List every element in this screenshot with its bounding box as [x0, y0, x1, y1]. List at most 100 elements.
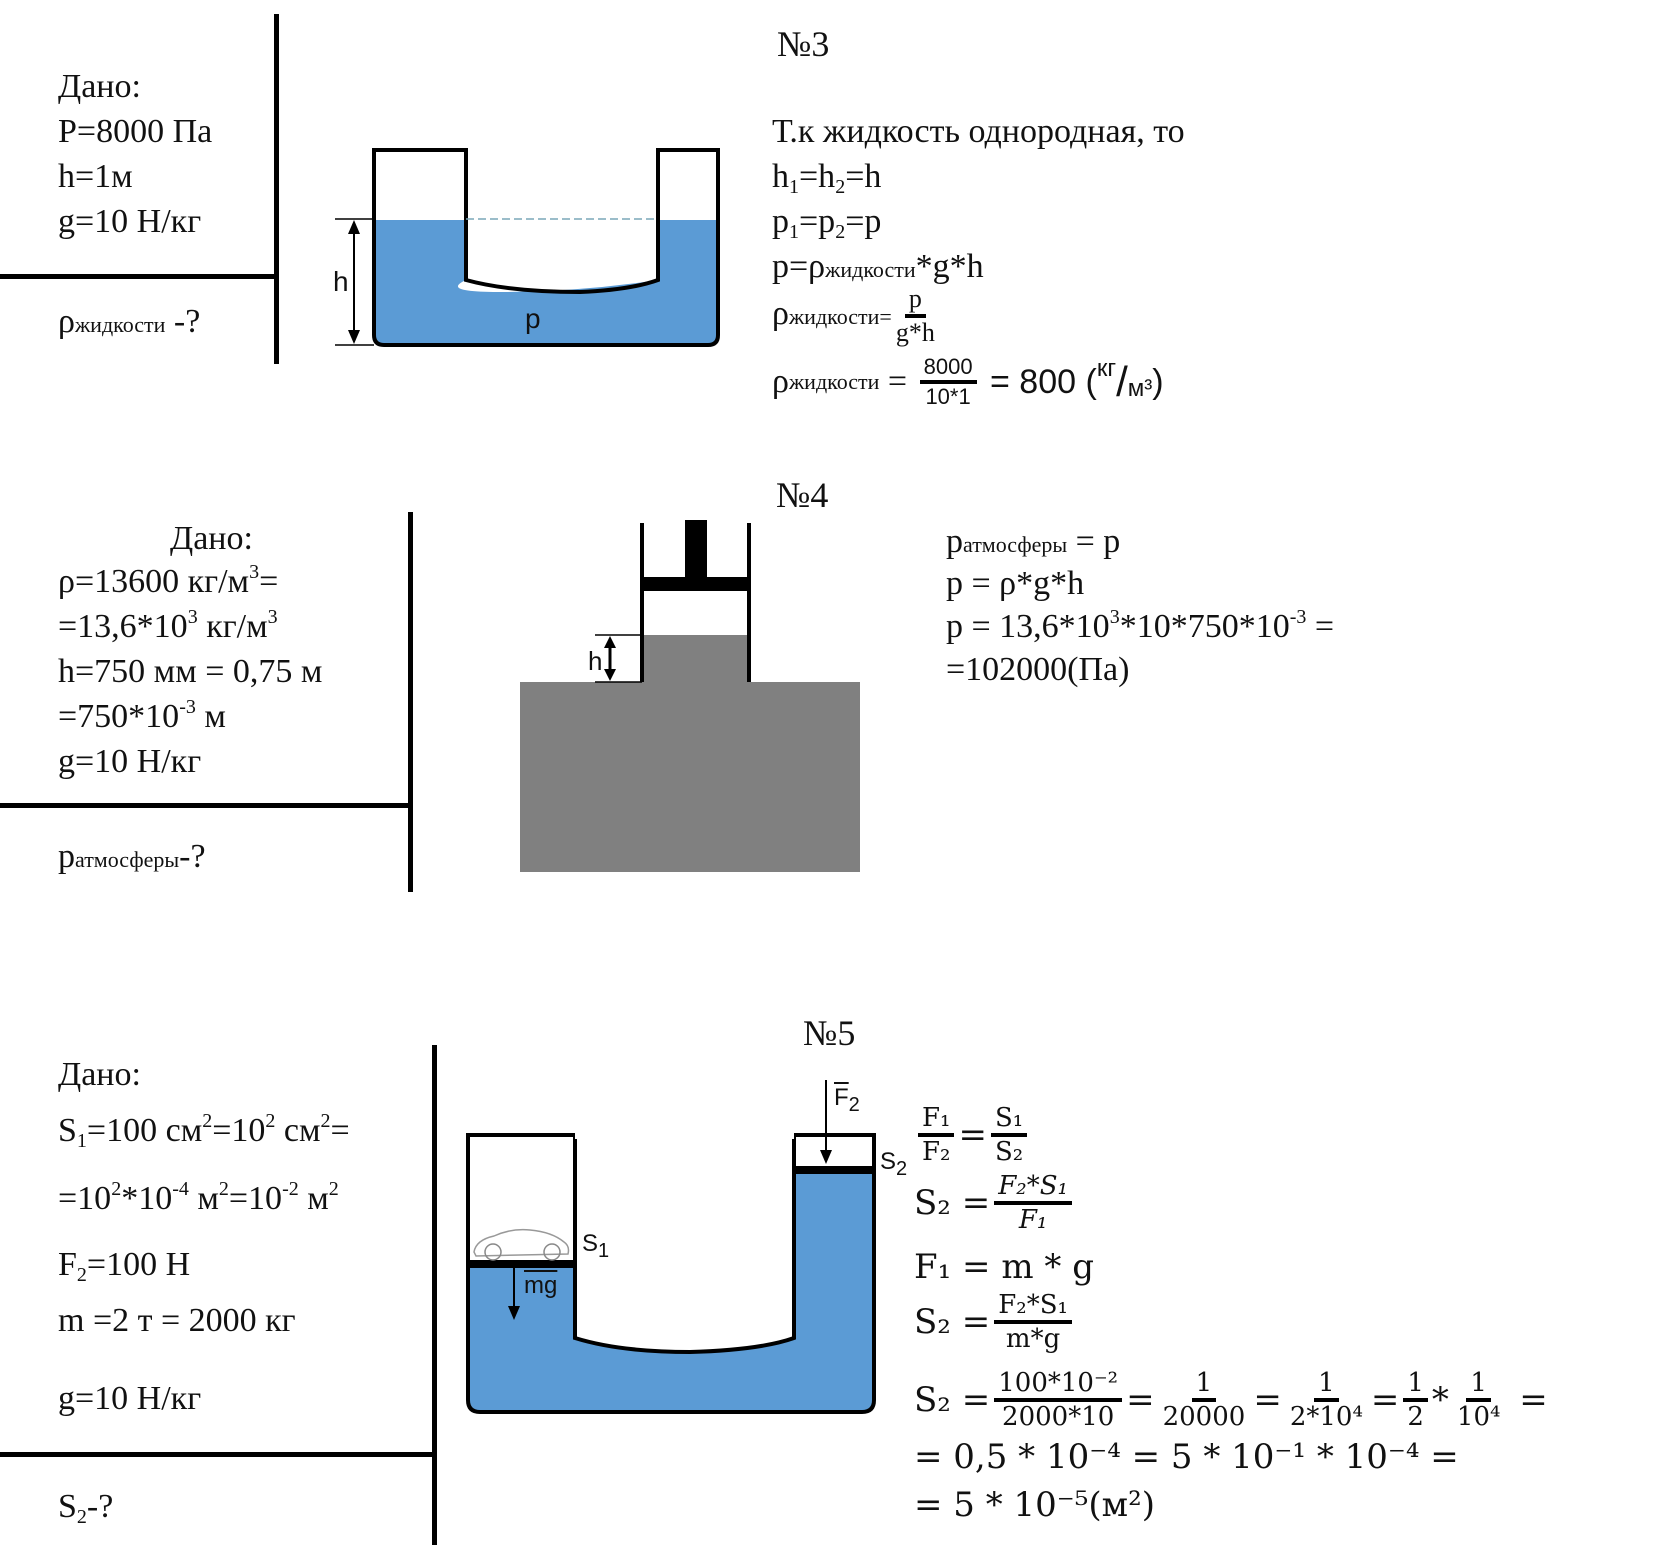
given-mass: m =2 т = 2000 кг: [58, 1302, 296, 1339]
text: =: [259, 563, 279, 600]
denominator: 20000: [1162, 1402, 1246, 1432]
text: S: [58, 1112, 77, 1149]
text: атмосферы: [963, 532, 1068, 557]
text: 2: [328, 1178, 339, 1200]
text: S₂: [914, 1183, 951, 1223]
text: =: [1253, 1380, 1282, 1420]
text: = 800 (: [980, 363, 1097, 401]
text: =: [958, 1115, 987, 1155]
solution-3-line-3: p1=p2=p: [772, 203, 882, 243]
text: p: [772, 203, 789, 240]
problem-5-unknown: S2-?: [58, 1488, 113, 1528]
denominator: 10⁴: [1456, 1402, 1501, 1432]
text: =p: [845, 203, 882, 240]
given-divider-vertical: [274, 14, 279, 364]
s1-label: S1: [582, 1232, 609, 1262]
arrow-up-icon: [604, 636, 616, 648]
text: =p: [799, 203, 836, 240]
numerator: S₁: [990, 1105, 1028, 1137]
text: атмосферы: [75, 847, 180, 872]
numerator: 8000: [919, 356, 977, 384]
problem-3-given-label: Дано:: [58, 68, 141, 105]
text: h: [772, 158, 789, 195]
given-divider-horizontal: [0, 274, 278, 279]
text: см: [275, 1112, 321, 1149]
denominator: F₂: [922, 1137, 951, 1167]
text: =100 см: [86, 1112, 203, 1149]
unknown-suffix: -?: [165, 303, 201, 340]
text: 1: [76, 1130, 87, 1152]
f2-label: F2: [834, 1086, 860, 1116]
given-gravity: g=10 Н/кг: [58, 743, 202, 780]
problem-4-unknown: pатмосферы-?: [58, 840, 206, 874]
text: ): [1152, 363, 1164, 401]
text: ρ=13600 кг/м: [58, 563, 250, 600]
mercury-bath: [520, 682, 860, 872]
equation-result: = 5 * 10⁻⁵(м²): [914, 1485, 1155, 1525]
text: =h: [845, 158, 882, 195]
problem-3-unknown: ρжидкости -?: [58, 305, 200, 339]
solution-4-line-4: =102000(Па): [946, 651, 1130, 688]
text: S: [58, 1488, 77, 1525]
text: S₂: [914, 1302, 951, 1342]
given-gravity: g=10 Н/кг: [58, 1380, 202, 1417]
arrow-down-icon: [604, 669, 616, 681]
text: м: [195, 698, 226, 735]
solution-3-line-4: p=ρжидкости*g*h: [772, 250, 984, 284]
text: жидкости: [788, 369, 880, 394]
text: =10: [58, 1180, 112, 1217]
given-density-sci: =13,6*103 кг/м3: [58, 607, 278, 645]
text: S₂: [914, 1380, 951, 1420]
barometer-diagram: [520, 520, 860, 872]
text: 2: [76, 1264, 87, 1286]
arrow-down-icon: [508, 1306, 520, 1320]
text: =: [961, 1183, 991, 1223]
text: жидкости: [825, 257, 916, 282]
numerator: F₂*S₁: [994, 1292, 1072, 1324]
press-outline: [466, 1133, 876, 1414]
text: кг/м: [197, 608, 268, 645]
text: 2: [202, 1110, 213, 1132]
problem-4-given-label: Дано:: [170, 520, 253, 557]
text: =: [879, 363, 916, 400]
text: =: [961, 1302, 991, 1342]
text: 2: [265, 1110, 276, 1132]
arrow-up-icon: [348, 220, 360, 234]
numerator: 1: [1314, 1370, 1339, 1402]
problem-5-number: №5: [803, 1013, 856, 1053]
text: 3: [1109, 606, 1120, 628]
given-divider-horizontal: [0, 803, 412, 808]
car-icon: [473, 1228, 570, 1261]
denominator: 2000*10: [1002, 1402, 1115, 1432]
solution-3-line-1: Т.к жидкость однородная, то: [772, 113, 1185, 150]
text: ρ: [772, 363, 789, 400]
piston-rod: [685, 520, 707, 580]
numerator: 1: [1191, 1370, 1217, 1402]
text: -4: [172, 1178, 189, 1200]
numerator: 100*10⁻²: [994, 1370, 1123, 1402]
text: -2: [282, 1178, 299, 1200]
text: =10: [212, 1112, 266, 1149]
text: *10: [121, 1180, 173, 1217]
denominator: 10*1: [925, 384, 971, 409]
text: =h: [799, 158, 836, 195]
solution-4-line-2: p = ρ*g*h: [946, 565, 1085, 602]
text: mg: [524, 1272, 558, 1299]
mg-label: mg: [524, 1274, 557, 1298]
text: F: [58, 1246, 77, 1283]
text: *g*h: [915, 248, 984, 285]
text: p: [946, 523, 963, 560]
hydraulic-press-diagram: [466, 1080, 876, 1414]
numerator: F₁: [918, 1105, 955, 1137]
given-area-s1-si: =102*10-4 м2=10-2 м2: [58, 1179, 339, 1217]
